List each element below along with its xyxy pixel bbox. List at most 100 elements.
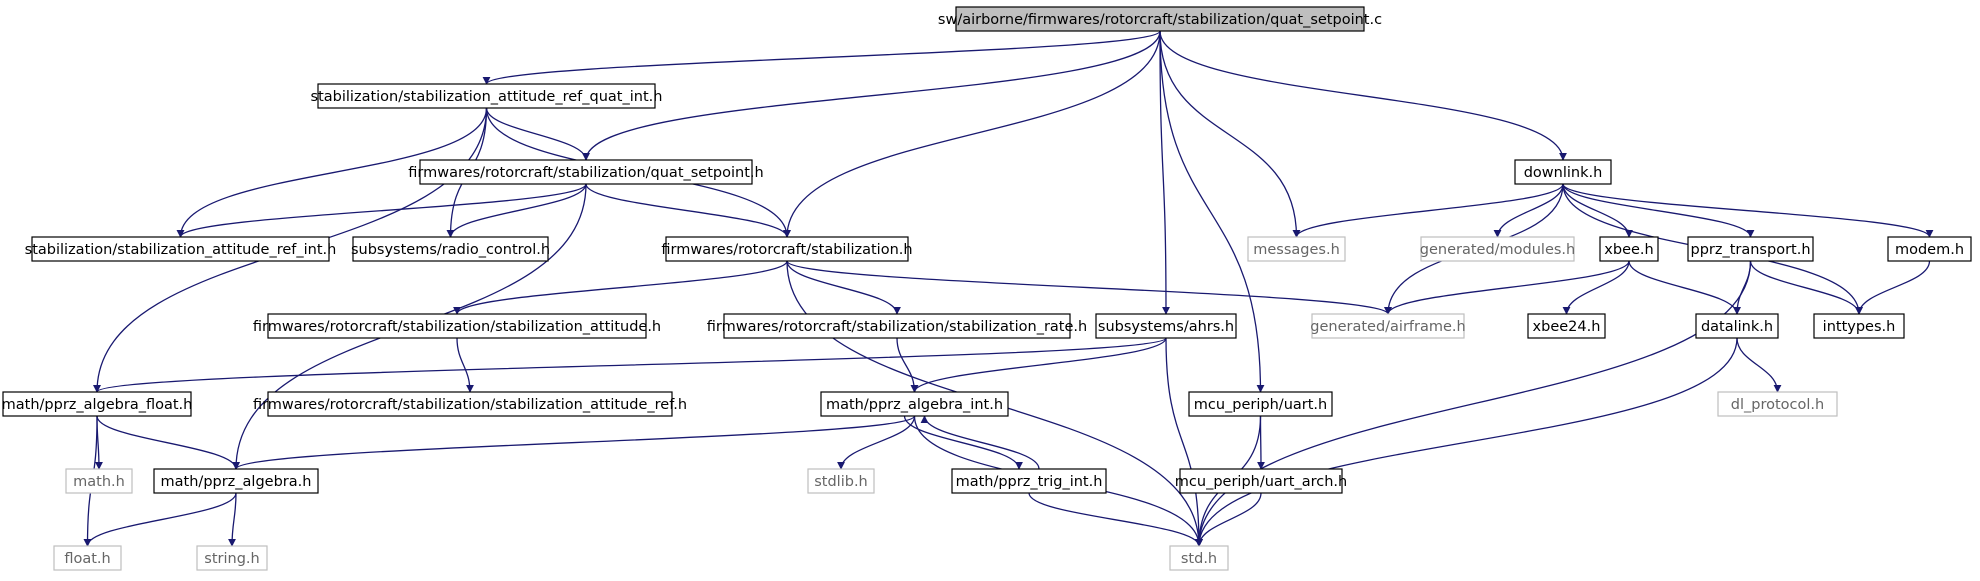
node-label: pprz_transport.h — [1690, 242, 1810, 258]
node-label: math.h — [73, 474, 125, 490]
node-inttypes[interactable]: inttypes.h — [1813, 313, 1905, 339]
edge-pprz_transport-to-inttypes — [1749, 260, 1863, 315]
node-box — [1311, 313, 1465, 339]
node-dl_protocol: dl_protocol.h — [1717, 391, 1838, 417]
edge-line — [1195, 337, 1738, 547]
node-label: generated/modules.h — [1420, 242, 1575, 258]
edge-line — [920, 415, 1040, 470]
edge-datalink-to-dl_protocol — [1736, 337, 1782, 393]
node-quat_setpoint_h[interactable]: firmwares/rotorcraft/stabilization/quat_… — [408, 159, 764, 185]
node-label: stabilization/stabilization_attitude_ref… — [311, 89, 663, 105]
edge-line — [446, 183, 587, 238]
edge-line — [93, 337, 1167, 393]
node-box — [352, 236, 549, 262]
node-xbee[interactable]: xbee.h — [1599, 236, 1659, 262]
node-label: subsystems/ahrs.h — [1098, 319, 1234, 335]
node-algebra[interactable]: math/pprz_algebra.h — [153, 468, 319, 494]
edge-line — [1384, 260, 1630, 315]
edge-pprz_transport-to-datalink — [1733, 260, 1752, 315]
edge-quat_setpoint_h-to-stabilization_h — [585, 183, 791, 238]
edge-stab_rate-to-algebra_int — [896, 337, 919, 393]
node-algebra_int[interactable]: math/pprz_algebra_int.h — [820, 391, 1009, 417]
node-box — [65, 468, 133, 494]
node-label: mcu_periph/uart.h — [1194, 397, 1327, 413]
edge-line — [1165, 337, 1203, 547]
node-label: modem.h — [1895, 242, 1964, 258]
node-label: math/pprz_algebra.h — [161, 474, 312, 490]
node-box — [2, 391, 192, 417]
node-box — [1813, 313, 1905, 339]
node-att_ref_quat_int[interactable]: stabilization/stabilization_attitude_ref… — [311, 83, 663, 109]
edge-root-to-att_ref_quat_int — [482, 30, 1161, 85]
node-label: math/pprz_algebra_float.h — [2, 397, 193, 413]
edge-line — [485, 107, 590, 161]
node-ahrs[interactable]: subsystems/ahrs.h — [1095, 313, 1237, 339]
edge-line — [96, 415, 240, 470]
node-box — [1514, 159, 1612, 185]
edge-root-to-downlink — [1159, 30, 1567, 161]
edge-uart_arch-to-std_h — [1195, 492, 1262, 547]
node-algebra_float[interactable]: math/pprz_algebra_float.h — [2, 391, 193, 417]
edge-xbee-to-datalink — [1628, 260, 1741, 315]
node-box — [1527, 313, 1606, 339]
node-gen_modules: generated/modules.h — [1420, 236, 1575, 262]
edge-line — [896, 337, 919, 393]
node-label: sw/airborne/firmwares/rotorcraft/stabili… — [938, 12, 1382, 28]
edge-line — [1562, 260, 1630, 315]
edge-modem-to-inttypes — [1855, 260, 1931, 315]
node-pprz_transport[interactable]: pprz_transport.h — [1687, 236, 1814, 262]
node-box — [1599, 236, 1659, 262]
node-stab_attitude[interactable]: firmwares/rotorcraft/stabilization/stabi… — [253, 313, 661, 339]
node-label: stabilization/stabilization_attitude_ref… — [25, 242, 337, 258]
node-float_h: float.h — [53, 545, 122, 571]
edge-line — [786, 260, 1392, 315]
node-gen_airframe: generated/airframe.h — [1310, 313, 1466, 339]
node-radio_control[interactable]: subsystems/radio_control.h — [351, 236, 550, 262]
edge-line — [83, 492, 237, 547]
node-box — [807, 468, 875, 494]
edge-root-to-uart — [1159, 30, 1265, 393]
node-label: firmwares/rotorcraft/stabilization/quat_… — [408, 165, 763, 181]
node-xbee24[interactable]: xbee24.h — [1527, 313, 1606, 339]
node-trig_int[interactable]: math/pprz_trig_int.h — [951, 468, 1107, 494]
node-box — [1695, 313, 1779, 339]
node-box — [665, 236, 909, 262]
edge-line — [585, 183, 791, 238]
node-box — [1188, 391, 1333, 417]
node-downlink[interactable]: downlink.h — [1514, 159, 1612, 185]
node-label: datalink.h — [1701, 319, 1773, 335]
node-att_ref_int[interactable]: stabilization/stabilization_attitude_ref… — [25, 236, 337, 262]
node-box — [1420, 236, 1575, 262]
node-datalink[interactable]: datalink.h — [1695, 313, 1779, 339]
edge-trig_int-to-std_h — [1028, 492, 1203, 547]
node-box — [419, 159, 753, 185]
edge-att_ref_quat_int-to-quat_setpoint_h — [485, 107, 590, 161]
edge-line — [783, 30, 1161, 238]
edge-line — [1159, 30, 1265, 393]
node-label: messages.h — [1253, 242, 1340, 258]
edge-line — [903, 415, 1023, 470]
node-uart_arch[interactable]: mcu_periph/uart_arch.h — [1175, 468, 1347, 494]
node-box — [723, 313, 1071, 339]
node-stabilization_h[interactable]: firmwares/rotorcraft/stabilization.h — [661, 236, 913, 262]
edge-xbee-to-xbee24 — [1562, 260, 1630, 315]
node-root[interactable]: sw/airborne/firmwares/rotorcraft/stabili… — [938, 6, 1382, 32]
edge-quat_setpoint_h-to-att_ref_int — [176, 183, 587, 238]
edge-line — [837, 415, 916, 470]
node-stab_att_ref[interactable]: firmwares/rotorcraft/stabilization/stabi… — [253, 391, 687, 417]
node-box — [951, 468, 1107, 494]
edge-stabilization_h-to-stab_attitude — [453, 260, 788, 315]
node-label: math/pprz_trig_int.h — [956, 474, 1103, 490]
node-box — [1717, 391, 1838, 417]
node-label: xbee24.h — [1533, 319, 1601, 335]
node-math_h: math.h — [65, 468, 133, 494]
node-modem[interactable]: modem.h — [1887, 236, 1972, 262]
node-label: firmwares/rotorcraft/stabilization.h — [661, 242, 912, 258]
node-uart[interactable]: mcu_periph/uart.h — [1188, 391, 1333, 417]
node-stdlib: stdlib.h — [807, 468, 875, 494]
node-stab_rate[interactable]: firmwares/rotorcraft/stabilization/stabi… — [707, 313, 1087, 339]
edge-algebra-to-float_h — [83, 492, 237, 547]
node-string_h: string.h — [196, 545, 268, 571]
edge-line — [482, 30, 1161, 85]
edge-line — [176, 183, 587, 238]
